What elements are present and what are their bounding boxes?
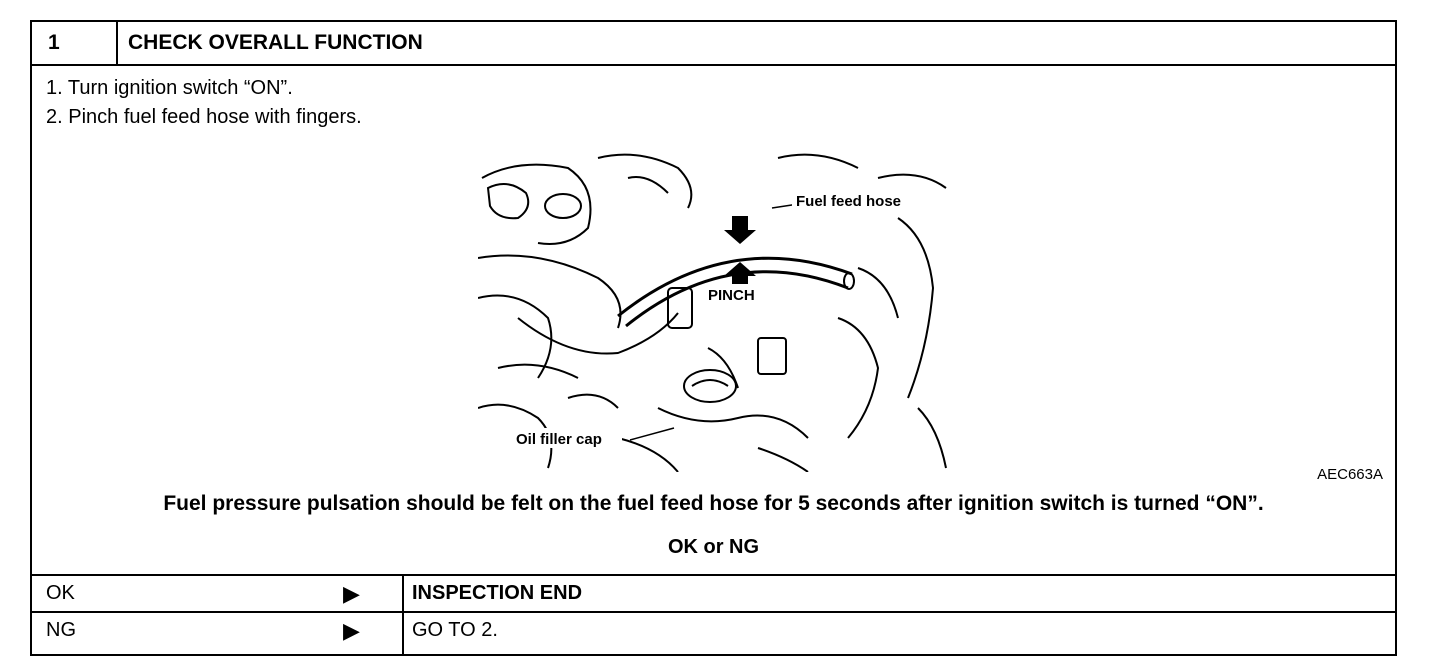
instruction-step: 2. Pinch fuel feed hose with fingers. [46,106,362,128]
outcome-row-ok: OK ▶ INSPECTION END [32,574,1395,611]
procedure-table: 1 CHECK OVERALL FUNCTION 1. Turn ignitio… [30,20,1397,656]
play-arrow-icon: ▶ [343,581,360,606]
outcome-action: INSPECTION END [412,582,583,604]
outcome-row-ng: NG ▶ GO TO 2. [32,611,1395,656]
pinch-label: PINCH [708,287,755,304]
outcome-condition: NG [46,619,76,641]
figure-id: AEC663A [1317,466,1383,483]
fuel-feed-hose-label: Fuel feed hose [796,193,901,210]
play-arrow-icon: ▶ [343,618,360,643]
outcome-condition: OK [46,582,75,604]
instruction-list: 1. Turn ignition switch “ON”. 2. Pinch f… [46,74,362,132]
procedure-title: CHECK OVERALL FUNCTION [128,31,423,54]
column-divider [402,576,404,611]
inspection-criteria: Fuel pressure pulsation should be felt o… [163,492,1264,515]
oil-filler-cap-label: Oil filler cap [516,431,602,448]
engine-illustration: Fuel feed hose PINCH Oil filler cap [478,153,947,472]
outcome-action: GO TO 2. [412,619,498,641]
column-divider [402,613,404,656]
procedure-header: 1 CHECK OVERALL FUNCTION [32,22,1395,66]
decision-prompt: OK or NG [667,536,760,558]
step-number: 1 [32,22,118,64]
instruction-step: 1. Turn ignition switch “ON”. [46,77,293,99]
